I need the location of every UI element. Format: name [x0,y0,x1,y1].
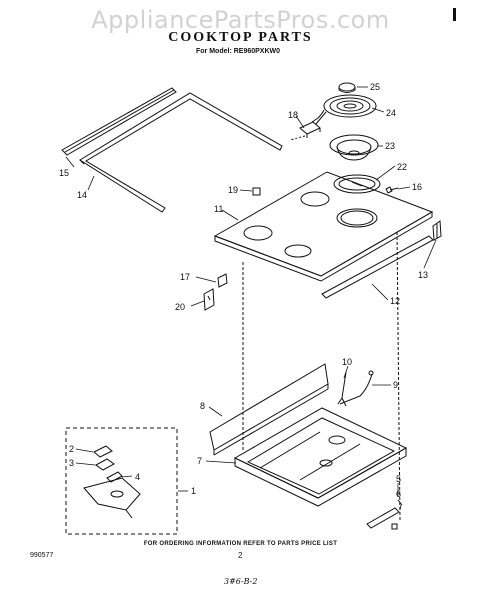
part-11-cooktop [213,171,434,282]
callout-12: 12 [390,296,400,306]
corner-mark [453,8,456,21]
part-13-bracket [432,220,442,241]
callout-3: 3 [69,458,74,468]
part-20-bracket [203,288,215,311]
part-7-burner-box [233,407,408,507]
callout-5: 5 [396,474,401,484]
part-6-mounting-bracket [366,507,400,530]
callout-1: 1 [191,486,196,496]
leader-lines [65,86,437,511]
callout-18: 18 [288,110,298,120]
callout-16: 16 [412,182,422,192]
part-9-wire [339,370,374,405]
alignment-lines [242,231,401,521]
callout-23: 23 [385,141,395,151]
callout-9: 9 [393,380,398,390]
part-16-screw [385,186,399,194]
part-14-frame [79,92,283,213]
page-title: COOKTOP PARTS [168,30,313,45]
part-23-drip-bowl [329,134,379,161]
callout-6: 6 [396,489,401,499]
callout-15: 15 [59,168,69,178]
part-5-screw [397,499,403,506]
part-18-terminal-block [289,121,321,141]
callout-8: 8 [200,401,205,411]
page-number: 2 [238,551,243,560]
callout-24: 24 [386,108,396,118]
callout-22: 22 [397,162,407,172]
callout-4: 4 [135,472,140,482]
document-number: 990577 [30,552,54,559]
part-24-surface-element [311,94,377,125]
inset-switch-assembly [65,427,178,535]
part-15-trim-strip [61,87,177,156]
part-17-hinge [217,273,228,288]
part-8-heat-shield [209,363,329,456]
callout-17: 17 [180,272,190,282]
callout-13: 13 [418,270,428,280]
ordering-note: FOR ORDERING INFORMATION REFER TO PARTS … [143,541,338,547]
callout-20: 20 [175,302,185,312]
callout-2: 2 [69,444,74,454]
callout-25: 25 [370,82,380,92]
part-10-clamp [337,371,347,407]
part-25-cap [338,82,356,93]
part-12-front-strip [321,235,434,299]
handwritten-code: 3#6-B-2 [224,577,258,586]
callout-19: 19 [228,185,238,195]
callout-11: 11 [214,204,223,214]
callout-10: 10 [342,357,352,367]
callout-14: 14 [77,190,87,200]
part-19-clip [252,187,261,196]
watermark: AppliancePartsPros.com [91,6,390,34]
model-line: For Model: RE960PXKW0 [196,48,281,55]
callout-7: 7 [197,456,202,466]
